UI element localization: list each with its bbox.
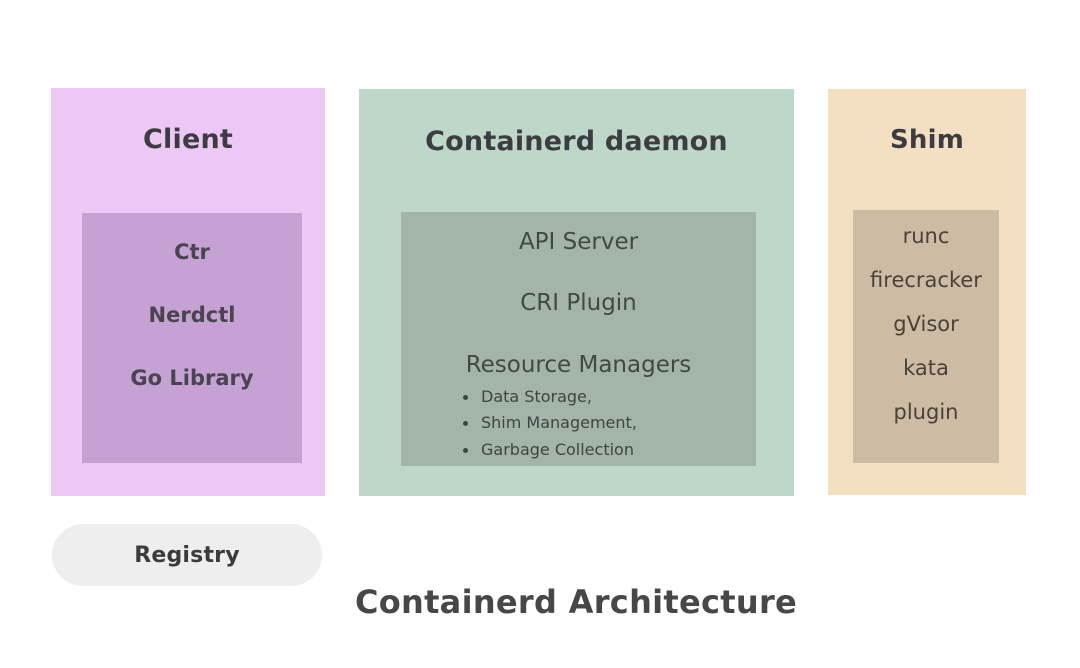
- shim-item-gvisor: gVisor: [893, 312, 959, 336]
- diagram-title: Containerd Architecture: [354, 583, 798, 621]
- panel-shim: Shim runc firecracker gVisor kata plugin: [828, 89, 1026, 495]
- client-item-nerdctl: Nerdctl: [148, 303, 236, 328]
- daemon-item-cri-plugin: CRI Plugin: [520, 290, 637, 317]
- panel-client: Client Ctr Nerdctl Go Library: [51, 88, 325, 496]
- panel-shim-heading: Shim: [889, 125, 965, 155]
- daemon-section-resource-managers: Resource Managers: [465, 351, 692, 378]
- panel-daemon-heading: Containerd daemon: [425, 126, 728, 157]
- client-item-list: Ctr Nerdctl Go Library: [82, 240, 302, 391]
- shim-item-plugin: plugin: [893, 400, 959, 424]
- daemon-item-api-server: API Server: [518, 229, 639, 255]
- client-item-ctr: Ctr: [174, 240, 210, 264]
- registry-node: Registry: [52, 524, 322, 586]
- panel-daemon-inner-box: API Server CRI Plugin Resource Managers …: [401, 212, 756, 466]
- panel-client-heading: Client: [143, 124, 233, 155]
- shim-item-runc: runc: [902, 224, 950, 248]
- list-item: Data Storage,: [459, 384, 689, 410]
- registry-label: Registry: [134, 542, 240, 568]
- panel-shim-inner-box: runc firecracker gVisor kata plugin: [853, 210, 999, 463]
- client-item-go-library: Go Library: [130, 366, 254, 391]
- list-item: Shim Management,: [459, 410, 689, 436]
- panel-client-inner-box: Ctr Nerdctl Go Library: [82, 213, 302, 463]
- daemon-content: API Server CRI Plugin Resource Managers …: [401, 229, 756, 463]
- daemon-resource-manager-list: Data Storage, Shim Management, Garbage C…: [459, 384, 689, 463]
- shim-item-list: runc firecracker gVisor kata plugin: [853, 226, 999, 423]
- shim-item-firecracker: firecracker: [870, 268, 982, 292]
- list-item: Garbage Collection: [459, 437, 689, 463]
- shim-item-kata: kata: [903, 356, 949, 380]
- panel-containerd-daemon: Containerd daemon API Server CRI Plugin …: [359, 89, 794, 496]
